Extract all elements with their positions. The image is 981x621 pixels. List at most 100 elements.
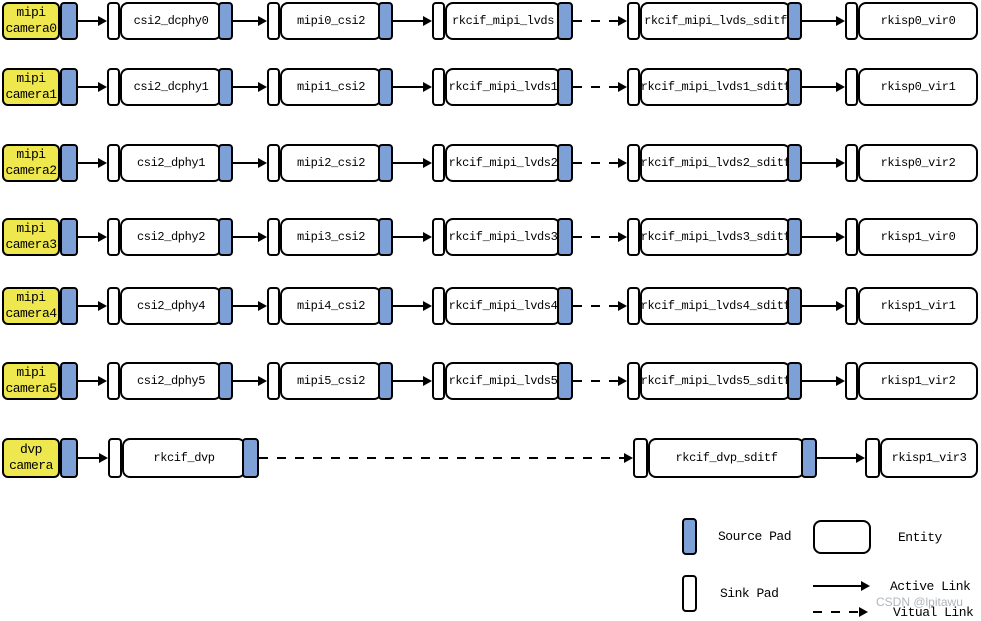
entity-label: rkcif_dvp_sditf (675, 451, 778, 465)
entity-cluster: mipi1_csi2 (267, 68, 393, 106)
active-link (393, 158, 432, 168)
entity-cluster: mipi3_csi2 (267, 218, 393, 256)
entity-cluster: rkisp0_vir1 (845, 68, 978, 106)
camera-node: mipi camera4 (2, 287, 78, 325)
virtual-link (573, 82, 627, 92)
entity-label: rkcif_mipi_lvds_sditf (644, 14, 787, 28)
camera-label-line1: mipi (16, 365, 46, 380)
sink-pad (267, 2, 280, 40)
entity-label: rkcif_mipi_lvds4_sditf (640, 299, 791, 313)
entity-label: rkcif_mipi_lvds1 (448, 80, 558, 94)
sink-pad (845, 144, 858, 182)
sink-pad (432, 68, 445, 106)
legend-source-pad-label: Source Pad (718, 529, 792, 544)
entity-cluster: rkcif_mipi_lvds3 (432, 218, 573, 256)
source-pad (557, 144, 573, 182)
entity-cluster: rkisp1_vir2 (845, 362, 978, 400)
entity-cluster: csi2_dphy1 (107, 144, 233, 182)
entity-cluster: rkisp0_vir0 (845, 2, 978, 40)
source-pad (557, 218, 573, 256)
entity-box: rkisp0_vir2 (858, 144, 978, 182)
legend-virtual-link-arrow (813, 607, 868, 617)
active-link (78, 232, 107, 242)
sink-pad (845, 362, 858, 400)
entity-label: rkcif_mipi_lvds2_sditf (640, 156, 791, 170)
entity-label: rkcif_mipi_lvds2 (448, 156, 558, 170)
entity-box: rkisp1_vir0 (858, 218, 978, 256)
entity-box: rkcif_mipi_lvds2 (445, 144, 561, 182)
sink-pad (845, 287, 858, 325)
source-pad (218, 2, 233, 40)
sink-pad (633, 438, 648, 478)
entity-box: rkcif_mipi_lvds3 (445, 218, 561, 256)
entity-cluster: rkcif_mipi_lvds3_sditf (627, 218, 802, 256)
entity-label: csi2_dcphy0 (133, 14, 209, 28)
entity-box: csi2_dcphy1 (120, 68, 222, 106)
entity-box: rkcif_dvp_sditf (648, 438, 805, 478)
entity-box: mipi0_csi2 (280, 2, 382, 40)
camera-box: mipi camera4 (2, 287, 60, 325)
camera-label-line2: camera0 (5, 21, 57, 36)
active-link (78, 376, 107, 386)
sink-pad (267, 362, 280, 400)
entity-box: rkcif_dvp (122, 438, 246, 478)
entity-box: rkcif_mipi_lvds1_sditf (640, 68, 791, 106)
active-link (802, 16, 845, 26)
entity-cluster: rkisp1_vir0 (845, 218, 978, 256)
camera-node: dvp camera (2, 438, 78, 478)
camera-label-line1: mipi (16, 290, 46, 305)
entity-label: rkcif_mipi_lvds5 (448, 374, 558, 388)
entity-label: mipi1_csi2 (296, 80, 365, 94)
source-pad (60, 2, 78, 40)
entity-cluster: rkisp1_vir1 (845, 287, 978, 325)
entity-label: csi2_dphy4 (136, 299, 205, 313)
entity-box: rkcif_mipi_lvds2_sditf (640, 144, 791, 182)
source-pad (60, 144, 78, 182)
sink-pad (107, 362, 120, 400)
sink-pad (432, 2, 445, 40)
entity-box: csi2_dphy2 (120, 218, 222, 256)
active-link (802, 376, 845, 386)
sink-pad (627, 2, 640, 40)
legend-entity-swatch (813, 520, 871, 554)
entity-box: rkisp1_vir2 (858, 362, 978, 400)
legend-active-link-arrow (813, 581, 870, 591)
entity-label: rkcif_mipi_lvds4 (448, 299, 558, 313)
source-pad (557, 2, 573, 40)
entity-label: csi2_dphy1 (136, 156, 205, 170)
camera-node: mipi camera1 (2, 68, 78, 106)
entity-box: mipi4_csi2 (280, 287, 382, 325)
legend-entity-label: Entity (898, 530, 942, 545)
sink-pad (432, 287, 445, 325)
entity-box: rkcif_mipi_lvds (445, 2, 561, 40)
entity-box: rkcif_mipi_lvds1 (445, 68, 561, 106)
active-link (393, 232, 432, 242)
sink-pad (627, 144, 640, 182)
camera-label-line1: mipi (16, 147, 46, 162)
camera-node: mipi camera3 (2, 218, 78, 256)
camera-label-line2: camera3 (5, 237, 57, 252)
camera-node: mipi camera0 (2, 2, 78, 40)
entity-cluster: csi2_dcphy1 (107, 68, 233, 106)
source-pad (60, 218, 78, 256)
entity-box: mipi1_csi2 (280, 68, 382, 106)
watermark: CSDN @lpitawu (876, 595, 963, 609)
entity-cluster: rkcif_dvp (108, 438, 259, 478)
sink-pad (267, 68, 280, 106)
source-pad (787, 218, 802, 256)
source-pad (218, 218, 233, 256)
source-pad (218, 362, 233, 400)
active-link (393, 82, 432, 92)
entity-box: rkcif_mipi_lvds5 (445, 362, 561, 400)
entity-cluster: rkcif_mipi_lvds4_sditf (627, 287, 802, 325)
active-link (78, 158, 107, 168)
camera-label-line1: mipi (16, 5, 46, 20)
camera-label-line1: mipi (16, 221, 46, 236)
pipeline-row: mipi camera0 csi2_dcphy0 mipi0_csi2 rkci… (0, 2, 981, 40)
sink-pad (627, 362, 640, 400)
source-pad (60, 68, 78, 106)
entity-cluster: csi2_dcphy0 (107, 2, 233, 40)
source-pad (60, 438, 78, 478)
entity-label: rkisp0_vir2 (880, 156, 956, 170)
sink-pad (845, 68, 858, 106)
